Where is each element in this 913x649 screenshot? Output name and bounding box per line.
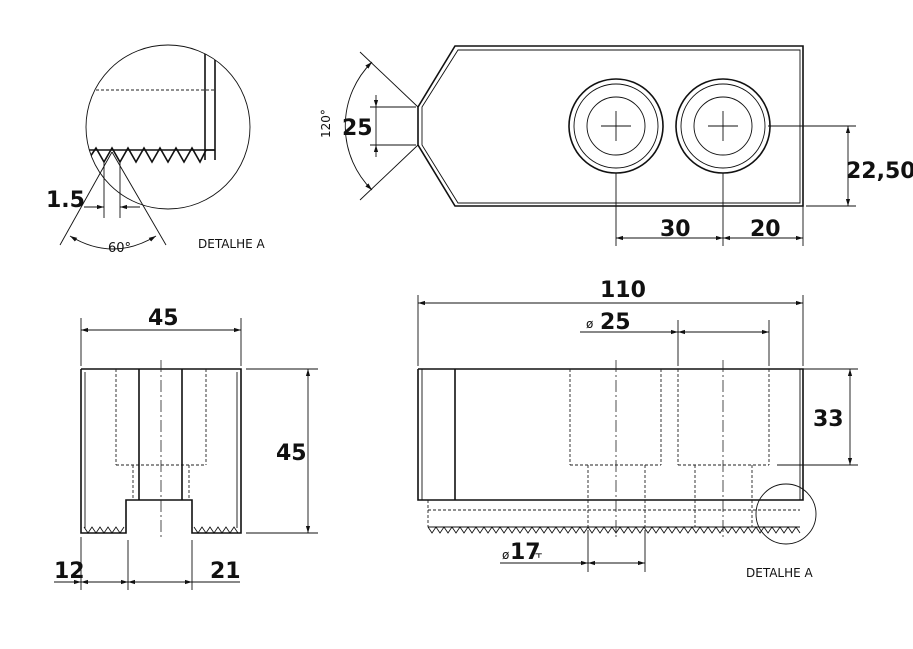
- jaw-front-teeth: [427, 526, 801, 534]
- top-view: 120° 25 22,50 30 20: [319, 45, 913, 246]
- detail-a-title: DETALHE A: [198, 237, 266, 251]
- thread-angle-label: 60°: [108, 241, 131, 256]
- bolt-hole-right: [675, 78, 771, 174]
- through-symbol: ⫟: [535, 547, 542, 561]
- width-label: 45: [148, 306, 179, 331]
- detail-a-circle: [85, 44, 251, 210]
- detail-a-marker: [755, 483, 817, 545]
- height-label: 45: [276, 441, 307, 466]
- hole-offset-a-label: 30: [660, 217, 691, 242]
- chamfer-angle-label: 120°: [319, 109, 333, 138]
- detail-a-teeth: [89, 146, 215, 164]
- total-length-label: 110: [600, 278, 646, 303]
- front-view: DETALHE A 110 ø 25 33 ø 17 ⫟: [417, 278, 858, 580]
- slot-left-label: 12: [54, 559, 85, 584]
- hole-dia-label: 17: [510, 540, 541, 565]
- side-view: 45 45 12 21: [54, 306, 318, 590]
- slot-right-label: 21: [210, 559, 241, 584]
- hole-dia-symbol: ø: [502, 548, 509, 562]
- detail-a-view: 1.5 60° DETALHE A: [46, 44, 266, 256]
- tip-width-label: 25: [342, 116, 373, 141]
- bolt-hole-left: [568, 78, 664, 174]
- counterbore-dia-label: 25: [600, 310, 631, 335]
- height-from-edge-label: 22,50: [846, 159, 913, 184]
- hole-offset-b-label: 20: [750, 217, 781, 242]
- counterbore-dia-symbol: ø: [586, 317, 593, 331]
- counterbore-depth-label: 33: [813, 407, 844, 432]
- detail-a-marker-label: DETALHE A: [746, 566, 814, 580]
- pitch-label: 1.5: [46, 188, 85, 213]
- jaw-front-outline: [417, 368, 804, 501]
